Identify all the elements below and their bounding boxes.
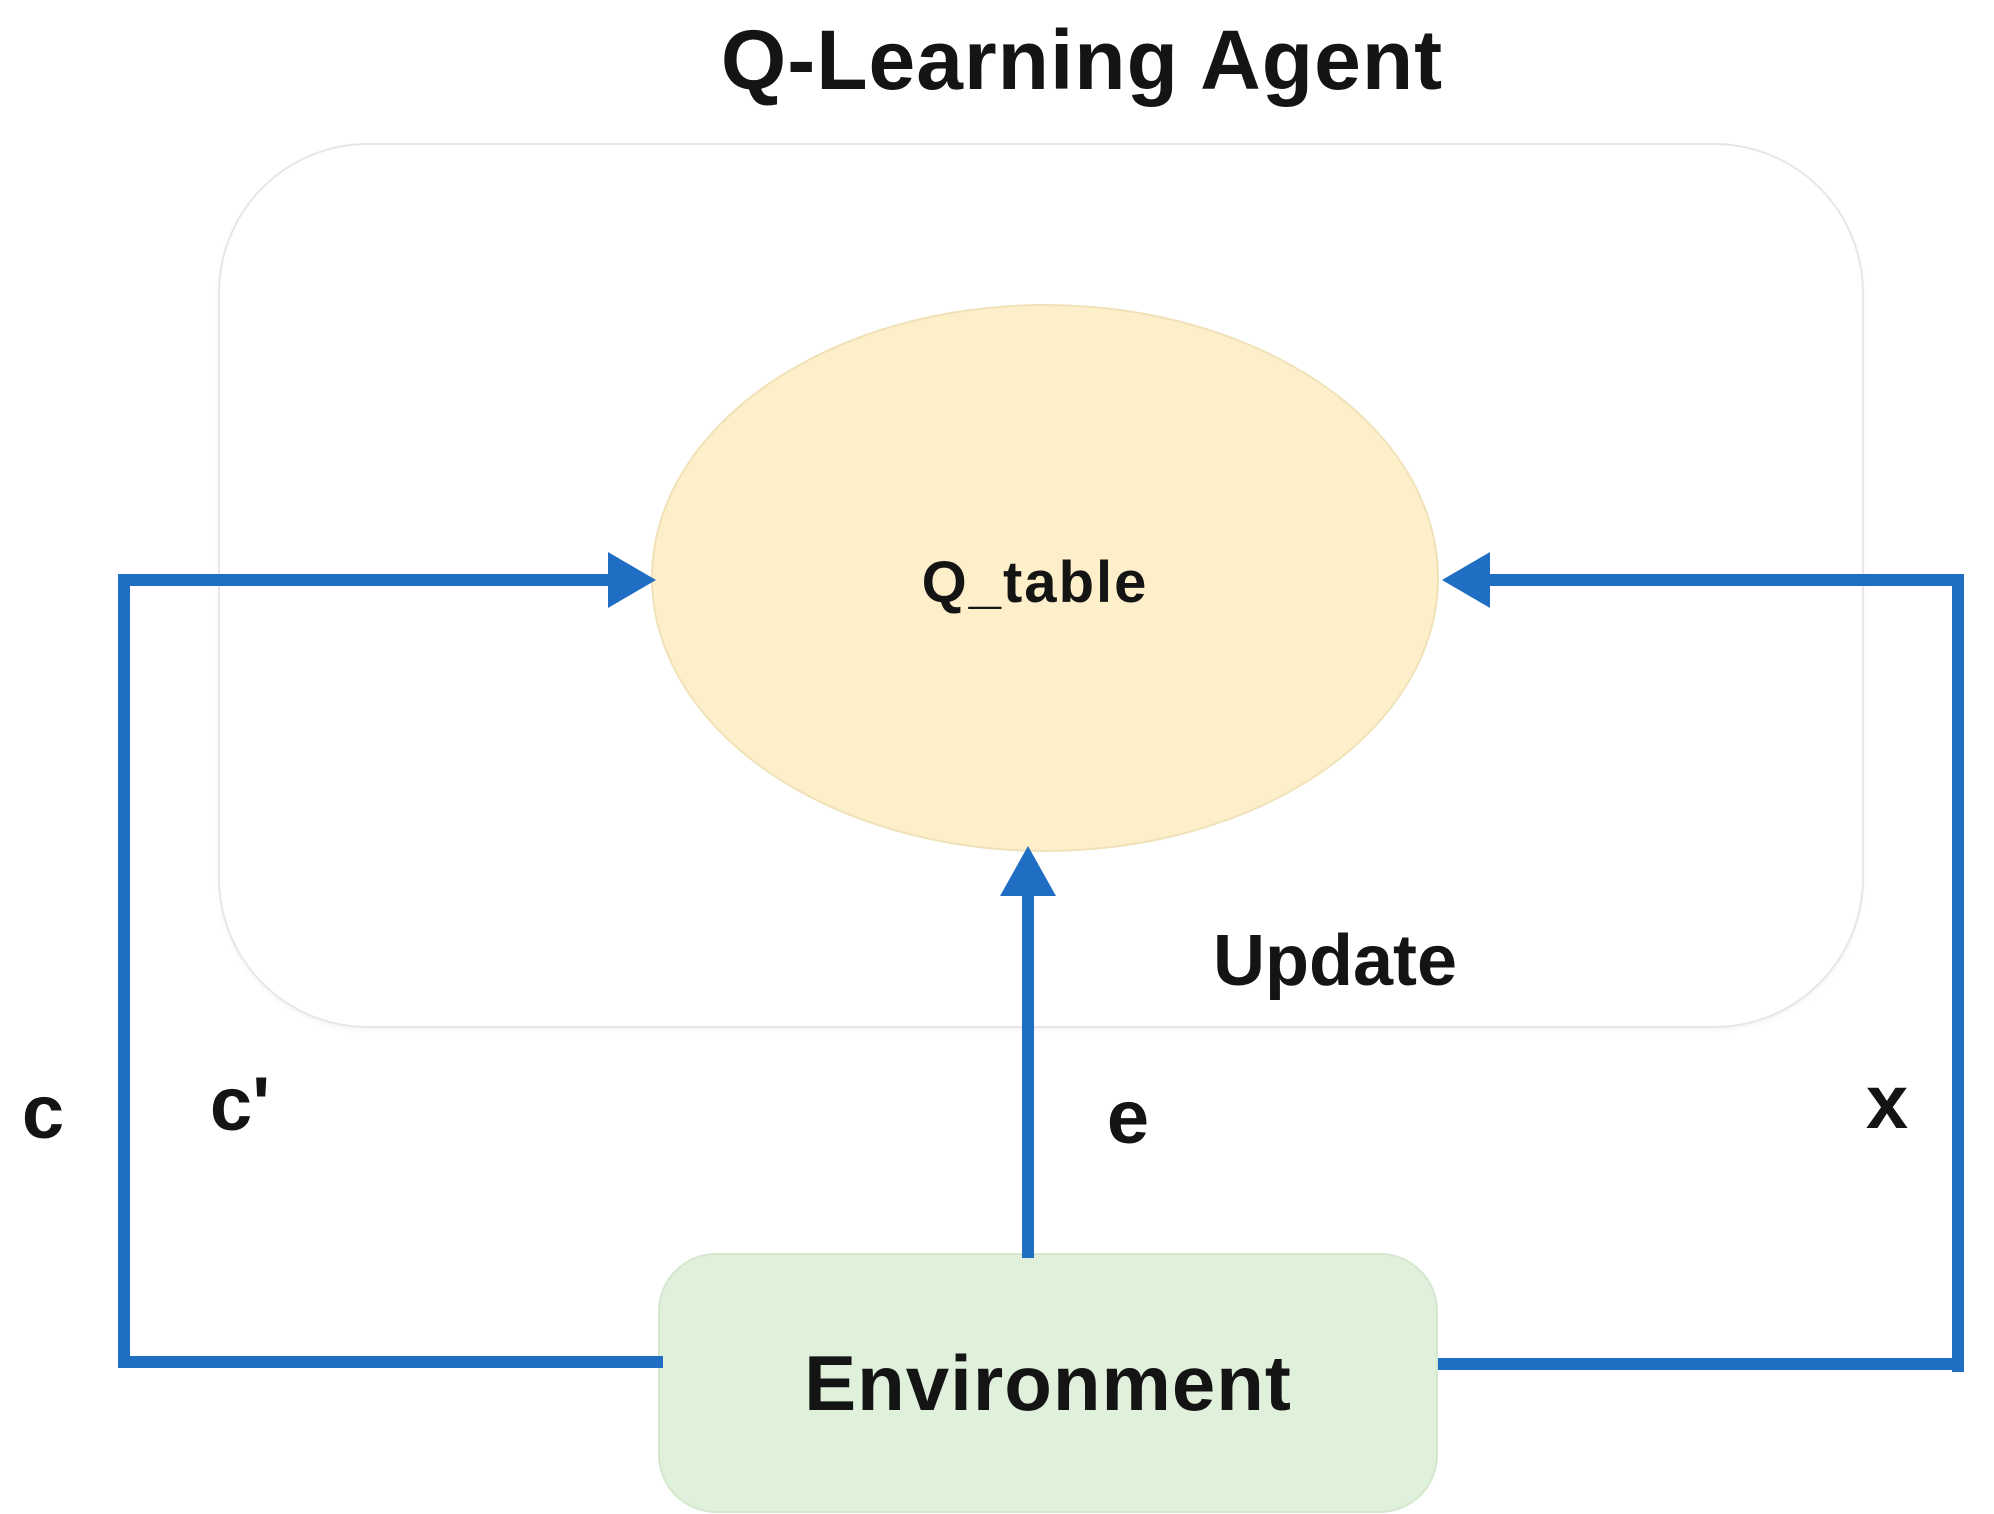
- edge-label-c-prime: c': [209, 1062, 271, 1147]
- environment-node: Environment: [658, 1253, 1438, 1513]
- edge-e-vertical-segment: [1022, 894, 1034, 1258]
- q-table-label: Q_table: [921, 549, 1149, 615]
- edge-c-prime-arrowhead-icon: [608, 552, 656, 608]
- edge-x-bottom-segment: [1438, 1358, 1964, 1370]
- edge-x-vertical-segment: [1952, 574, 1964, 1372]
- edge-e-arrowhead-icon: [1000, 846, 1056, 896]
- edge-x-top-segment: [1490, 574, 1964, 586]
- edge-c-prime-vertical-segment: [118, 574, 130, 1368]
- page-title: Q-Learning Agent: [720, 13, 1444, 107]
- environment-label: Environment: [804, 1338, 1292, 1427]
- edge-label-c: c: [21, 1070, 65, 1155]
- edge-c-prime-bottom-segment: [118, 1356, 663, 1368]
- q-table-node: Q_table: [651, 304, 1439, 852]
- edge-label-x: x: [1865, 1060, 1909, 1145]
- edge-label-e: e: [1106, 1075, 1150, 1160]
- update-edge-label: Update: [1212, 921, 1458, 1001]
- edge-x-arrowhead-icon: [1442, 552, 1490, 608]
- edge-c-prime-top-segment: [118, 574, 610, 586]
